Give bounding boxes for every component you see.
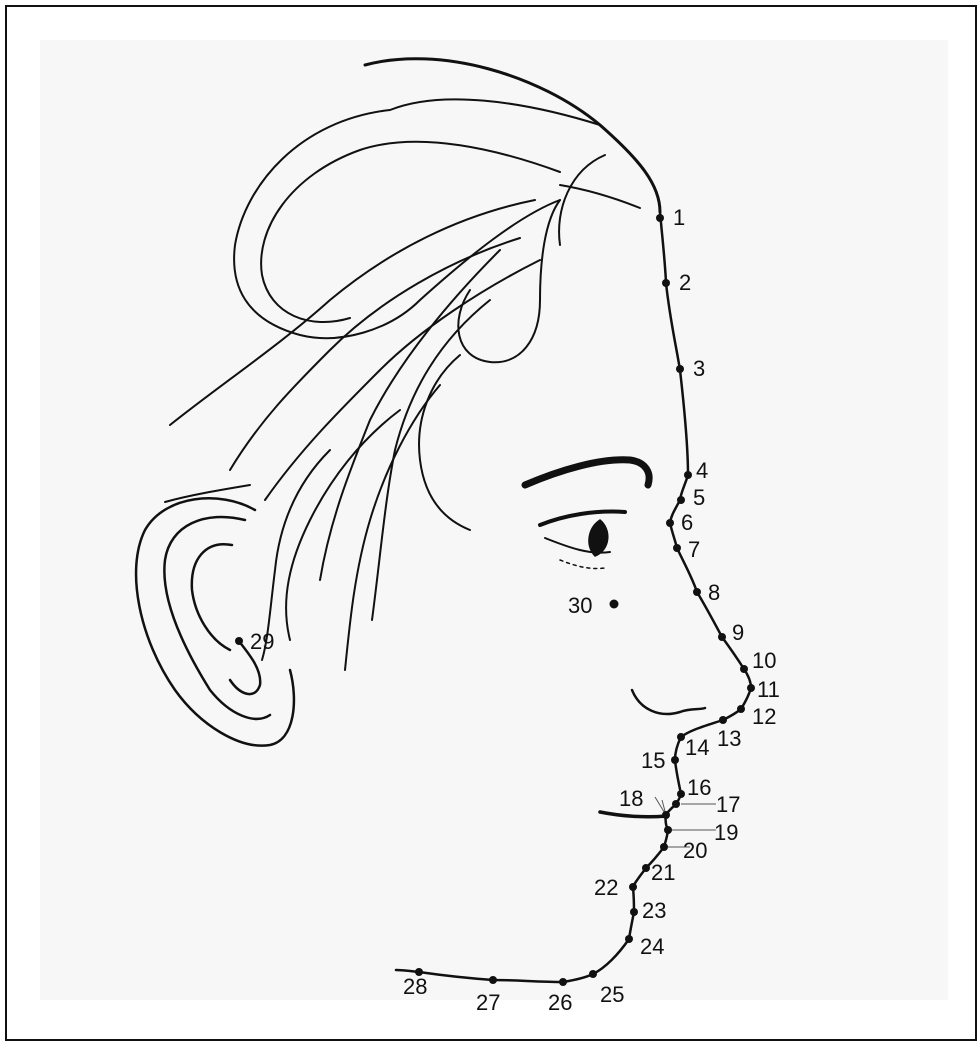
landmark-label-2: 2	[679, 270, 691, 295]
landmark-label-24: 24	[640, 934, 664, 959]
landmark-dot-10	[740, 665, 748, 673]
landmark-label-17: 17	[716, 792, 740, 817]
landmark-dot-3	[676, 365, 684, 373]
landmark-label-16: 16	[687, 775, 711, 800]
landmark-label-7: 7	[688, 537, 700, 562]
landmark-dot-12	[737, 705, 745, 713]
landmark-points: 1234567891011121314151617181920212223242…	[235, 205, 780, 1015]
landmark-label-27: 27	[476, 990, 500, 1015]
landmark-label-4: 4	[696, 458, 708, 483]
landmark-dot-7	[673, 544, 681, 552]
landmark-dot-6	[666, 519, 674, 527]
landmark-label-1: 1	[673, 205, 685, 230]
landmark-dot-15	[671, 756, 679, 764]
landmark-label-26: 26	[548, 990, 572, 1015]
landmark-dot-20	[660, 843, 668, 851]
landmark-dot-21	[642, 864, 650, 872]
landmark-label-21: 21	[651, 860, 675, 885]
landmark-dot-25	[589, 970, 597, 978]
landmark-label-11: 11	[757, 677, 780, 702]
landmark-label-6: 6	[681, 510, 693, 535]
landmark-label-29: 29	[250, 629, 274, 654]
landmark-dot-17	[672, 800, 680, 808]
landmark-label-19: 19	[714, 820, 738, 845]
landmark-dot-13	[719, 716, 727, 724]
landmark-label-15: 15	[641, 748, 665, 773]
landmark-dot-16	[677, 790, 685, 798]
landmark-dot-29	[235, 637, 243, 645]
landmark-label-23: 23	[642, 898, 666, 923]
landmark-label-18: 18	[619, 786, 643, 811]
landmark-dot-30	[610, 600, 619, 609]
landmark-dot-4	[684, 471, 692, 479]
landmark-dot-23	[630, 908, 638, 916]
landmark-dot-18	[662, 811, 670, 819]
landmark-dot-24	[625, 935, 633, 943]
landmark-label-20: 20	[683, 838, 707, 863]
landmark-label-25: 25	[600, 982, 624, 1007]
landmark-label-13: 13	[717, 726, 741, 751]
landmark-label-3: 3	[693, 356, 705, 381]
landmark-label-22: 22	[594, 875, 618, 900]
landmark-dot-5	[677, 496, 685, 504]
eye-drawing	[525, 460, 649, 569]
landmark-label-28: 28	[403, 974, 427, 999]
landmark-dot-27	[489, 976, 497, 984]
hair-drawing	[165, 59, 660, 670]
landmark-label-10: 10	[752, 648, 776, 673]
landmark-dot-1	[656, 214, 664, 222]
landmark-label-5: 5	[693, 485, 705, 510]
landmark-dot-11	[747, 684, 755, 692]
landmark-dot-26	[559, 978, 567, 986]
landmark-label-8: 8	[708, 580, 720, 605]
landmark-dot-2	[662, 279, 670, 287]
landmark-label-30: 30	[568, 593, 592, 618]
landmark-label-12: 12	[752, 704, 776, 729]
ear-drawing	[136, 498, 294, 745]
landmark-dot-22	[629, 883, 637, 891]
landmark-dot-19	[664, 826, 672, 834]
landmark-label-14: 14	[685, 735, 709, 760]
landmark-label-9: 9	[732, 620, 744, 645]
landmark-dot-14	[677, 733, 685, 741]
landmark-dot-9	[718, 633, 726, 641]
landmark-dot-8	[693, 588, 701, 596]
